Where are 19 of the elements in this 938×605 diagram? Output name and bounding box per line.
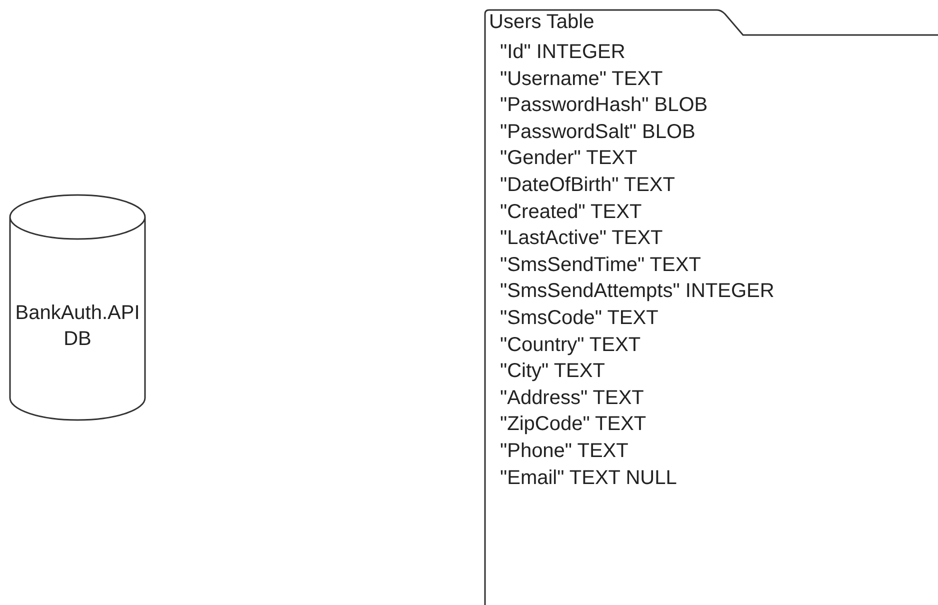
table-column: "ZipCode" TEXT (500, 412, 646, 436)
table-column: "SmsCode" TEXT (500, 306, 658, 330)
database-label: BankAuth.API DB (14, 301, 141, 352)
table-title: Users Table (489, 10, 594, 34)
table-column: "LastActive" TEXT (500, 226, 663, 250)
table-column: "DateOfBirth" TEXT (500, 173, 675, 197)
table-column: "Email" TEXT NULL (500, 466, 677, 490)
table-column: "PasswordSalt" BLOB (500, 120, 696, 144)
table-column: "Id" INTEGER (500, 40, 626, 64)
table-column: "Phone" TEXT (500, 439, 628, 463)
table-column: "Username" TEXT (500, 66, 663, 91)
table-column: "Created" TEXT (500, 200, 642, 224)
table-column: "Country" TEXT (500, 332, 641, 357)
table-column: "PasswordHash" BLOB (500, 93, 708, 118)
table-column: "Gender" TEXT (500, 146, 638, 170)
table-column: "Address" TEXT (500, 386, 644, 410)
table-column: "SmsSendAttempts" INTEGER (500, 279, 774, 304)
table-column: "SmsSendTime" TEXT (500, 252, 701, 277)
table-column: "City" TEXT (500, 359, 605, 384)
